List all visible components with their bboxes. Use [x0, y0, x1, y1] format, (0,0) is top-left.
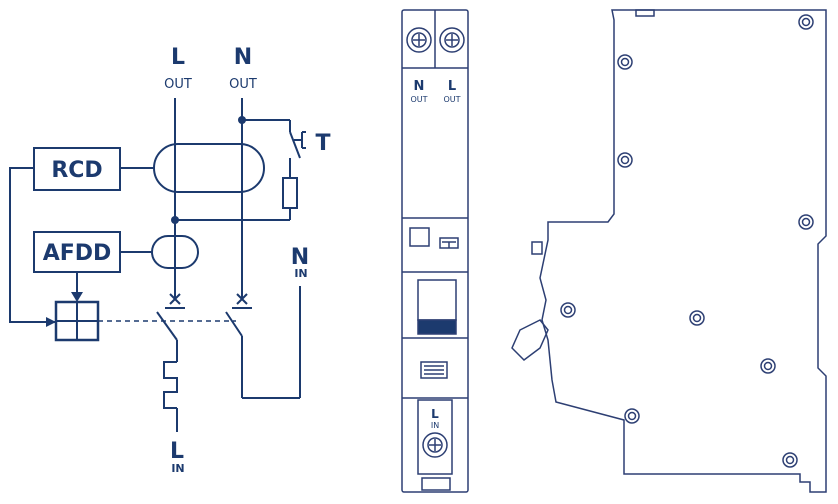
- rcd-toroid: [153, 143, 265, 193]
- l-out-label: L: [171, 45, 185, 70]
- test-switch: [289, 131, 301, 159]
- side-profile: [539, 9, 827, 493]
- toggle-lever: [417, 279, 457, 321]
- terminal-screw: [422, 432, 448, 458]
- terminal-screw: [406, 27, 432, 53]
- junction-dot: [238, 116, 246, 124]
- n-out-sub: OUT: [229, 77, 257, 92]
- label-window: [420, 361, 448, 379]
- rivet: [798, 214, 814, 230]
- lever-grip: [417, 319, 457, 335]
- n-switch-blade: [225, 311, 243, 337]
- schematic-markers: [46, 116, 246, 327]
- rivet: [760, 358, 776, 374]
- side-tab: [635, 9, 655, 17]
- front-l-in-sub: IN: [431, 421, 439, 430]
- rivet: [617, 152, 633, 168]
- n-out-label: N: [234, 45, 252, 70]
- test-resistor: [282, 177, 298, 209]
- trip-arrow-top: [71, 292, 83, 302]
- side-latch: [531, 241, 543, 255]
- din-clip: [421, 477, 451, 491]
- test-label: T: [315, 131, 330, 156]
- l-in-label: L: [170, 439, 184, 464]
- n-in-label: N: [291, 245, 309, 270]
- wiring-schematic: [9, 98, 306, 432]
- front-l-out-label: L: [448, 79, 456, 94]
- rivet: [624, 408, 640, 424]
- terminal-screw: [439, 27, 465, 53]
- rivet: [798, 14, 814, 30]
- device-side-view: [511, 9, 827, 493]
- l-in-sub: IN: [171, 462, 184, 475]
- bottom-terminal-housing: [417, 399, 453, 475]
- side-lever: [511, 319, 549, 361]
- trip-arrow-left: [46, 317, 56, 327]
- rcd-trip-link: [9, 167, 56, 323]
- rivet: [617, 54, 633, 70]
- rcd-label: RCD: [51, 158, 102, 183]
- rivet: [782, 452, 798, 468]
- front-l-out-sub: OUT: [443, 95, 460, 104]
- front-n-out-label: N: [414, 79, 425, 94]
- front-n-out-sub: OUT: [410, 95, 427, 104]
- rivet: [560, 302, 576, 318]
- rivet: [689, 310, 705, 326]
- magnetic-coil: [163, 361, 178, 409]
- l-contact-cross: [165, 293, 185, 309]
- front-l-in-label: L: [431, 407, 439, 421]
- junction-dot: [171, 216, 179, 224]
- n-in-sub: IN: [294, 267, 307, 280]
- status-indicator: [409, 227, 430, 247]
- l-out-sub: OUT: [164, 77, 192, 92]
- device-front-view: [401, 9, 469, 493]
- n-contact-cross: [232, 293, 252, 309]
- l-switch-blade: [156, 311, 178, 341]
- afdd-label: AFDD: [43, 241, 112, 266]
